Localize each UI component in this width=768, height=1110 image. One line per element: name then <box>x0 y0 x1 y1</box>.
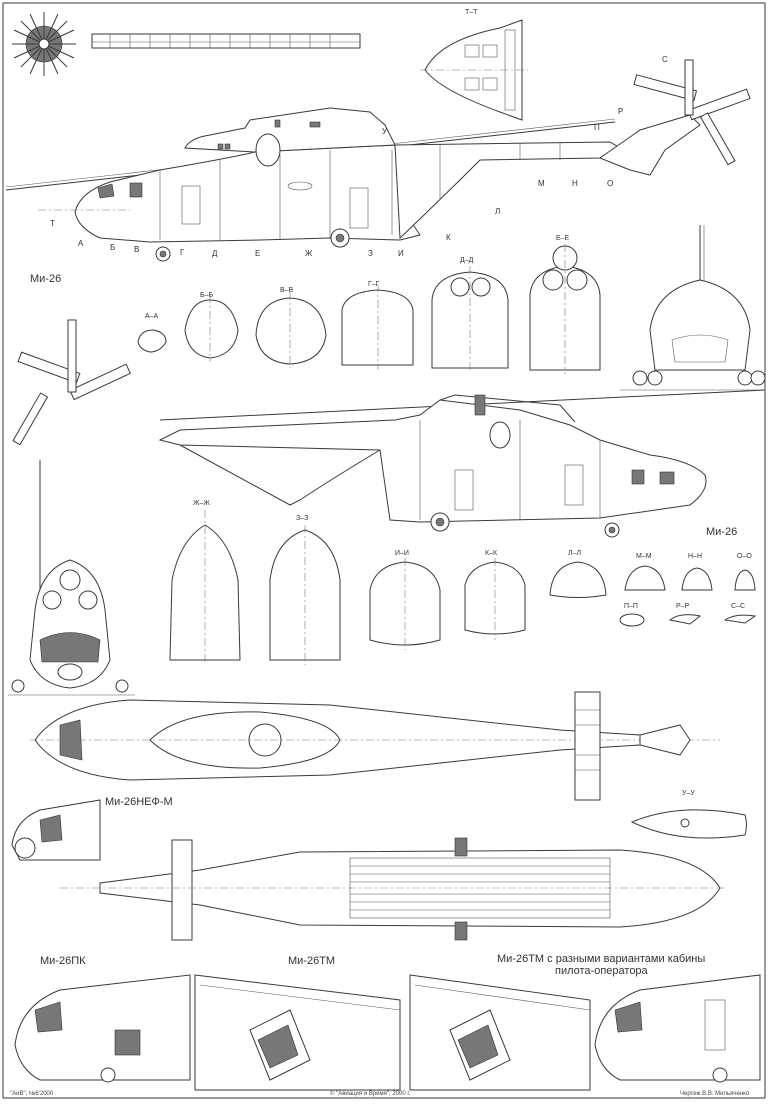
svg-text:Ж–Ж: Ж–Ж <box>193 500 210 507</box>
section-uu-drawing: У–У <box>630 790 747 839</box>
mi26tm-detail-2 <box>409 974 591 1091</box>
credit-issue: "АиВ", №6'2000 <box>10 1090 54 1097</box>
svg-text:П–П: П–П <box>624 603 638 610</box>
svg-text:Е–Е: Е–Е <box>556 235 570 242</box>
mi26-front-view-left <box>8 460 135 696</box>
mi26-top-view <box>30 691 720 801</box>
svg-text:Н–Н: Н–Н <box>688 553 702 560</box>
main-rotor-hub-top-view <box>12 12 76 76</box>
svg-text:И: И <box>398 249 404 258</box>
sections-row-1: А–А Б–Б В–В Г–Г Д–Д Е–Е <box>137 235 601 374</box>
title-mi26nef-m: Ми-26НЕФ-М <box>105 796 173 808</box>
svg-text:Д–Д: Д–Д <box>460 257 474 264</box>
svg-text:З: З <box>368 249 373 258</box>
svg-text:О–О: О–О <box>737 553 752 560</box>
sections-row-2: Ж–Ж З–З И–И К–К Л–Л М–М Н–Н О–О П–П Р–Р … <box>169 500 757 665</box>
svg-text:М–М: М–М <box>636 553 652 560</box>
svg-text:Г: Г <box>180 248 185 257</box>
credit-copyright: © "Авиация и Время", 2000 г. <box>330 1090 411 1097</box>
svg-text:И–И: И–И <box>395 550 409 557</box>
svg-text:Н: Н <box>572 179 578 188</box>
mi26-bottom-view <box>60 837 725 941</box>
section-tt-label: Т–Т <box>465 9 478 16</box>
mi26pk-nose-detail <box>14 974 191 1083</box>
svg-text:К–К: К–К <box>485 550 498 557</box>
mi26nef-nose-detail <box>11 799 101 861</box>
svg-text:М: М <box>538 179 545 188</box>
svg-text:Р: Р <box>618 107 623 116</box>
credit-drawing-by: Чертеж В.В. Мильяченко <box>680 1091 750 1097</box>
mi26-side-view-2 <box>12 319 766 538</box>
svg-text:Р–Р: Р–Р <box>676 603 690 610</box>
svg-text:Е: Е <box>255 249 260 258</box>
svg-text:С: С <box>662 55 668 64</box>
svg-text:У: У <box>382 127 388 136</box>
svg-text:А: А <box>78 239 84 248</box>
svg-text:Б–Б: Б–Б <box>200 292 213 299</box>
title-mi26tm: Ми-26ТМ <box>288 955 335 967</box>
svg-text:Л–Л: Л–Л <box>568 550 581 557</box>
mi26-front-view-right <box>620 225 766 391</box>
svg-text:В: В <box>134 245 139 254</box>
svg-text:П: П <box>594 123 600 132</box>
title-mi26pk: Ми-26ПК <box>40 955 86 967</box>
svg-text:Т: Т <box>50 219 55 228</box>
svg-text:В–В: В–В <box>280 287 294 294</box>
mi26tm-detail <box>194 974 401 1091</box>
svg-text:Д: Д <box>212 249 218 258</box>
title-mi26tm-variants-1: Ми-26ТМ с разными вариантами кабины <box>497 953 705 965</box>
main-rotor-blade-plan <box>91 33 361 49</box>
title-mi26-side: Ми-26 <box>30 273 61 285</box>
svg-text:З–З: З–З <box>296 515 308 522</box>
section-tt-drawing: Т–Т <box>420 9 528 121</box>
title-mi26-side-2: Ми-26 <box>706 526 737 538</box>
svg-text:Ж: Ж <box>305 249 313 258</box>
svg-text:Л: Л <box>495 207 500 216</box>
mi26-side-view: А Б В Г Д Е Ж З И К Л М Н О П Р С Т У <box>5 55 751 262</box>
mi26tm-operator-cabin-detail <box>594 974 761 1083</box>
svg-text:К: К <box>446 233 451 242</box>
svg-text:У–У: У–У <box>682 790 695 797</box>
svg-text:Г–Г: Г–Г <box>368 281 380 288</box>
svg-text:Б: Б <box>110 243 115 252</box>
svg-text:С–С: С–С <box>731 603 745 610</box>
title-mi26tm-variants-2: пилота-оператора <box>555 965 649 977</box>
svg-text:О: О <box>607 179 613 188</box>
svg-text:А–А: А–А <box>145 313 159 320</box>
station-marks: А Б В Г Д Е Ж З И К Л М Н О П Р С Т У <box>50 55 668 258</box>
